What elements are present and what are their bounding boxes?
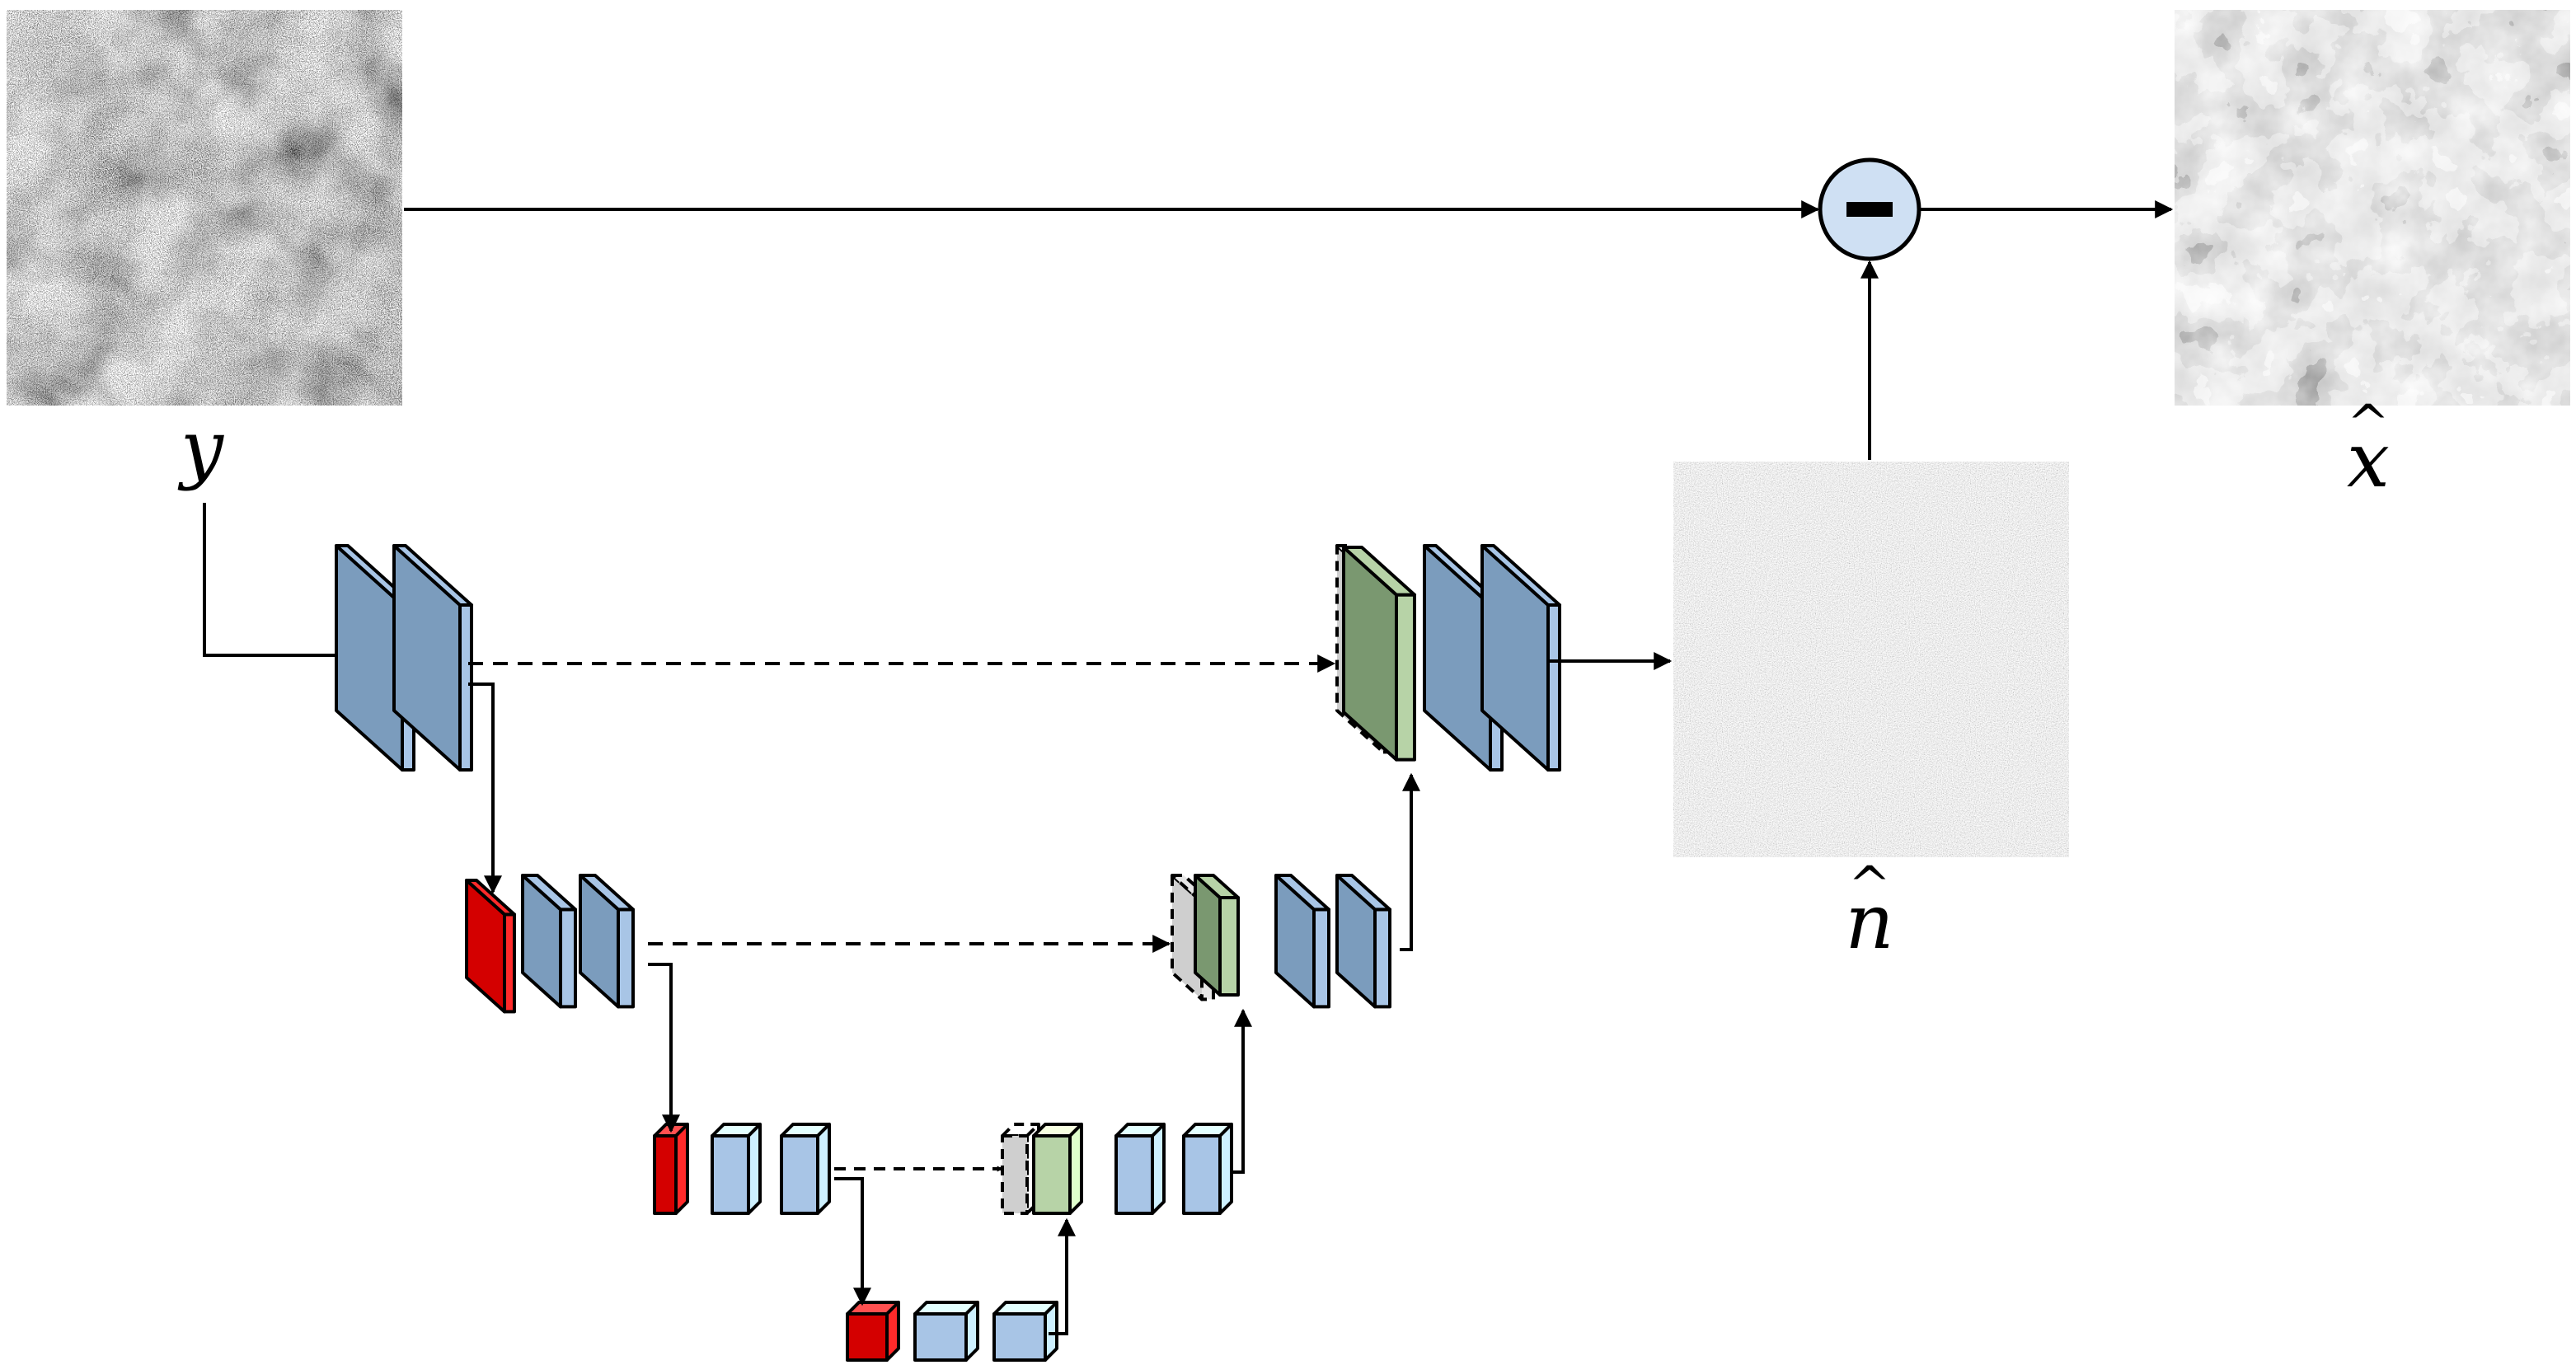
decoder-1-conv-b [1480,544,1561,772]
up-path-2 [1230,1008,1252,1174]
output-label: x [2347,416,2390,504]
minus-circle-icon [1818,157,1921,261]
denoised-output-image [2175,10,2570,406]
down-path-2 [648,963,680,1133]
encoder-3-conv-b [780,1123,831,1215]
input-to-network-arrow [203,503,359,664]
unet-network [335,544,1561,1362]
input-label: y [177,404,224,492]
bottleneck-pool [846,1301,900,1362]
decoder-2-conv-b [1335,874,1391,1009]
bottleneck-conv-a [913,1301,979,1362]
encoder-1-conv-b [392,544,473,772]
down-path-3 [834,1177,871,1306]
encoder-3-pool [653,1123,689,1215]
up-path-3 [1400,772,1420,951]
encoder-2-pool [465,879,516,1014]
noise-label: n [1845,878,1893,966]
output-label-group: x ^ [2347,393,2390,504]
decoder-3-conv-b [1182,1123,1233,1215]
noise-label-group: n ^ [1845,855,1893,966]
decoder-1-upsample [1342,546,1416,762]
up-path-1 [1049,1217,1076,1335]
encoder-3-conv-a [711,1123,762,1215]
encoder-2-conv-b [579,874,635,1009]
noisy-input-image [7,10,402,406]
decoder-2-upsample [1194,874,1240,997]
noise-hat: ^ [1848,855,1891,915]
decoder-3-conv-a [1114,1123,1166,1215]
down-path-1 [468,682,502,894]
output-hat: ^ [2347,393,2390,453]
bottleneck-conv-b [992,1301,1058,1362]
unet-connections [468,652,1673,1335]
estimated-noise-image [1673,462,2069,857]
encoder-2-conv-a [521,874,577,1009]
decoder-2-conv-a [1274,874,1330,1009]
decoder-3-upsample [1032,1123,1083,1215]
